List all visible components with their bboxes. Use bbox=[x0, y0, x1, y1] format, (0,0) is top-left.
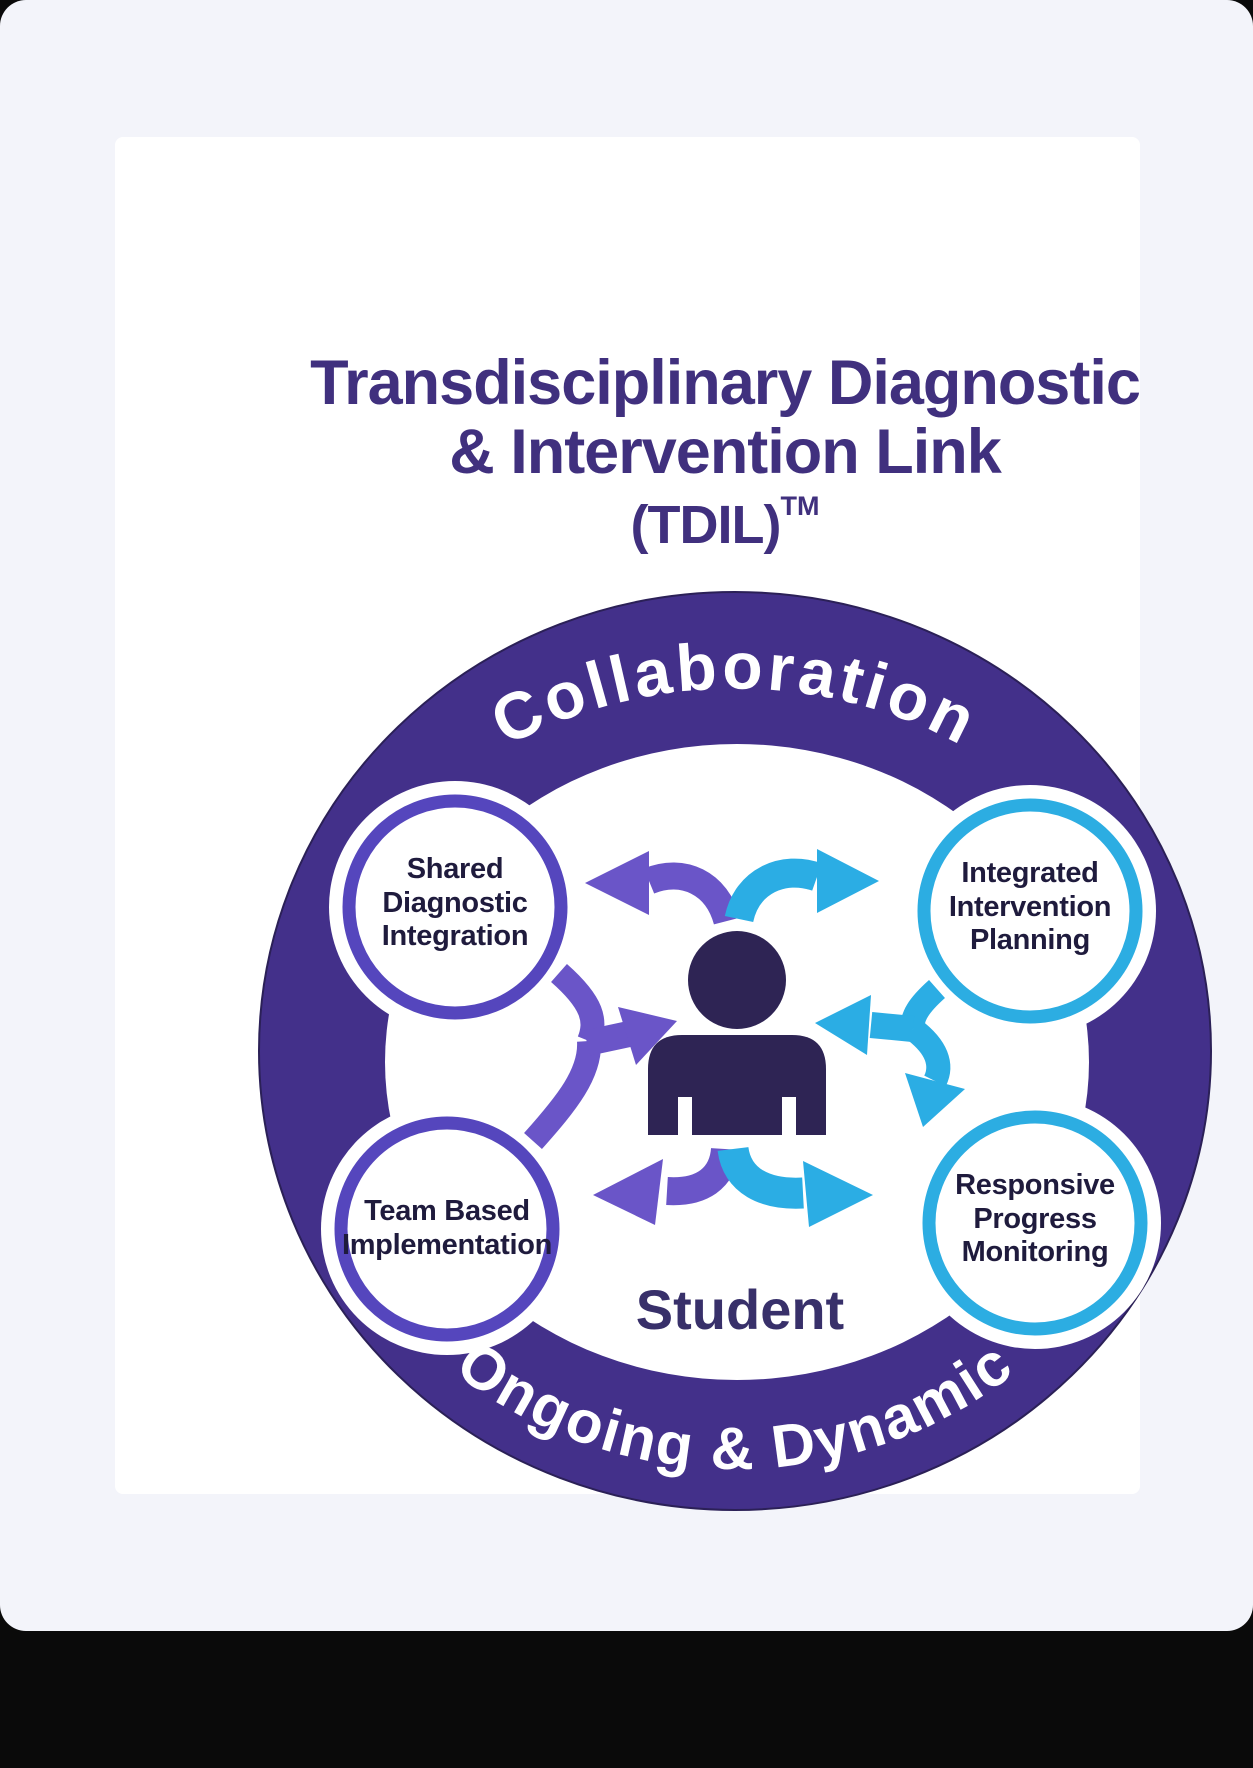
node-label-line: Team Based bbox=[364, 1195, 530, 1227]
node-circle-shared-diagnostic-integration bbox=[342, 794, 568, 1020]
person-icon bbox=[648, 931, 826, 1135]
acronym-text: (TDIL) bbox=[630, 494, 782, 555]
arrow-center-to-bottom-right-head bbox=[803, 1161, 873, 1227]
student-label: Student bbox=[635, 1278, 845, 1341]
node-circle-responsive-progress-monitoring bbox=[922, 1110, 1148, 1336]
node-label-integrated-intervention-planning: Integrated Intervention Planning bbox=[915, 857, 1145, 958]
arrow-left-merge-head bbox=[618, 1007, 677, 1065]
tdil-cycle-diagram: Collaboration Ongoing & Dynamic bbox=[258, 591, 1212, 1511]
node-label-responsive-progress-monitoring: Responsive Progress Monitoring bbox=[920, 1169, 1150, 1270]
title-line-2: & Intervention Link bbox=[449, 417, 1002, 488]
arrow-center-to-top-left-head bbox=[585, 851, 649, 915]
diagram-card: Transdisciplinary Diagnostic & Intervent… bbox=[115, 137, 1212, 1511]
node-circle-team-based-implementation bbox=[334, 1116, 560, 1342]
arrow-left-merge-shaft bbox=[584, 1021, 632, 1056]
node-label-team-based-implementation: Team Based Implementation bbox=[327, 1195, 567, 1262]
node-label-line: Progress bbox=[973, 1202, 1097, 1235]
title-acronym: (TDIL)TM bbox=[215, 490, 1235, 555]
node-circle-integrated-intervention-planning bbox=[917, 798, 1143, 1024]
node-label-line: Monitoring bbox=[961, 1236, 1109, 1269]
trademark-superscript: TM bbox=[780, 490, 820, 521]
arrow-right-fork-to-center-shaft bbox=[869, 1012, 915, 1042]
node-label-line: Intervention bbox=[948, 890, 1112, 923]
node-label-line: Implementation bbox=[341, 1228, 553, 1261]
arrow-center-to-top-right-head bbox=[817, 849, 879, 913]
node-label-line: Planning bbox=[969, 924, 1091, 957]
arrow-fork-to-bottom-right-head bbox=[905, 1073, 965, 1127]
arrow-right-fork-to-center-head bbox=[815, 995, 871, 1055]
page-title: Transdisciplinary Diagnostic & Intervent… bbox=[215, 348, 1235, 555]
page-background: Transdisciplinary Diagnostic & Intervent… bbox=[0, 0, 1253, 1631]
arrow-center-to-bottom-right-shaft bbox=[717, 1146, 804, 1209]
node-label-line: Responsive bbox=[955, 1169, 1115, 1201]
arrow-center-to-top-left-shaft bbox=[643, 862, 741, 926]
title-line-1: Transdisciplinary Diagnostic bbox=[310, 348, 1141, 418]
arrow-fork-to-bottom-right-shaft bbox=[905, 1019, 951, 1087]
node-label-line: Integrated bbox=[961, 857, 1099, 889]
branch-bottom-left-to-merge bbox=[524, 1040, 602, 1150]
node-label-line: Diagnostic bbox=[382, 886, 528, 919]
node-label-line: Integration bbox=[381, 920, 529, 953]
arrow-center-to-bottom-left-head bbox=[593, 1159, 663, 1225]
node-label-shared-diagnostic-integration: Shared Diagnostic Integration bbox=[340, 853, 570, 954]
arrow-center-to-top-right-shaft bbox=[724, 858, 822, 923]
node-label-line: Shared bbox=[406, 853, 504, 885]
